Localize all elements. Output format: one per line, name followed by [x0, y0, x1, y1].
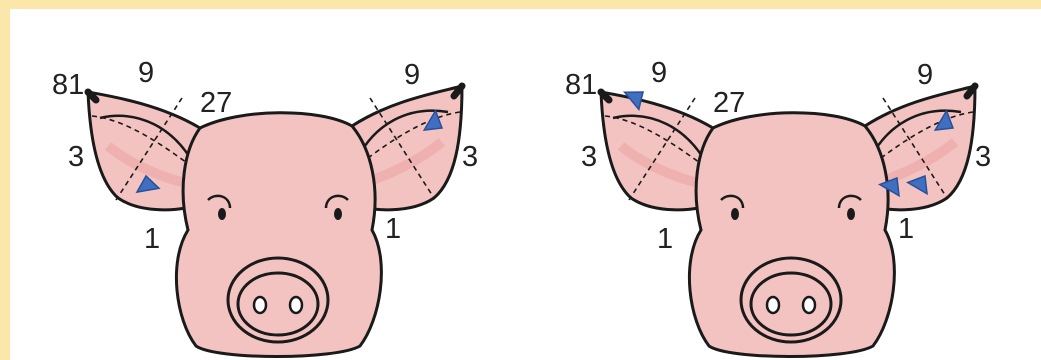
label-9-right: 9 — [404, 59, 420, 91]
pig-right: 81 9 27 9 3 3 1 1 — [565, 57, 991, 357]
pig-left: 81 9 27 9 3 3 1 1 — [52, 57, 478, 357]
label-9-left: 9 — [138, 57, 154, 89]
label-3-right: 3 — [462, 141, 478, 173]
label-1-left: 1 — [144, 223, 160, 255]
label-9-right: 9 — [917, 59, 933, 91]
label-27: 27 — [200, 87, 232, 119]
label-1-left: 1 — [657, 223, 673, 255]
label-1-right: 1 — [898, 213, 914, 245]
label-1-right: 1 — [385, 213, 401, 245]
label-81: 81 — [565, 69, 597, 101]
label-3-left: 3 — [581, 141, 597, 173]
label-9-left: 9 — [651, 57, 667, 89]
label-3-left: 3 — [68, 141, 84, 173]
label-27: 27 — [713, 87, 745, 119]
label-81: 81 — [52, 69, 84, 101]
label-3-right: 3 — [975, 141, 991, 173]
